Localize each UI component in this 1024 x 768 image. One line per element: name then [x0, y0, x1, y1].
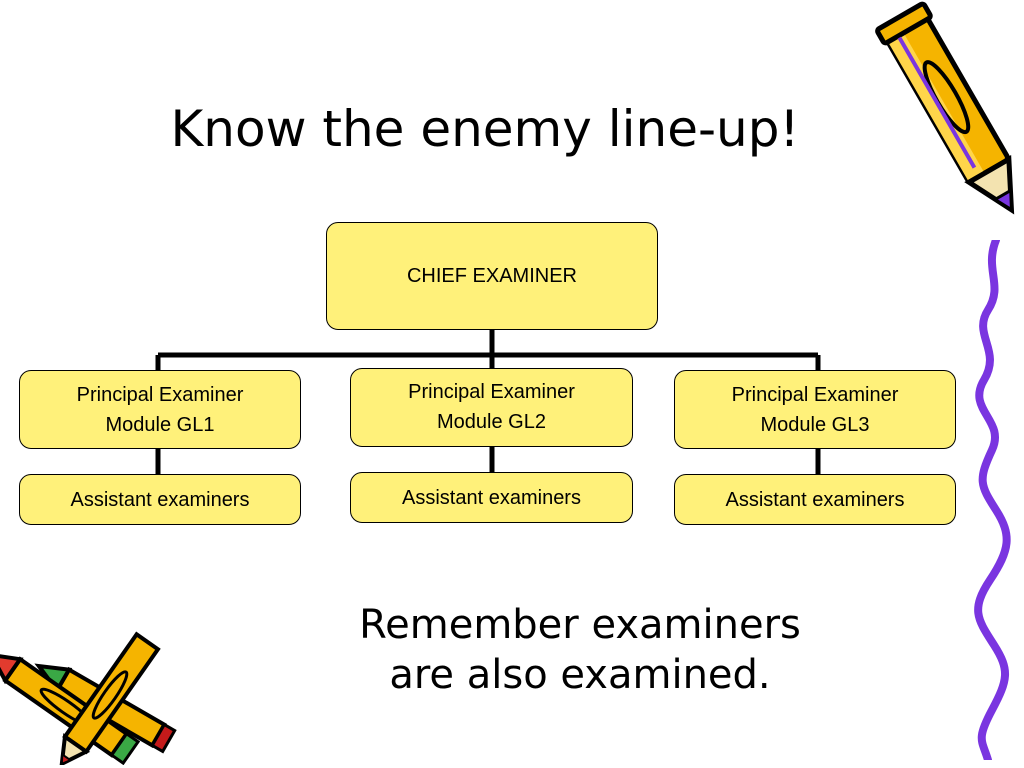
- pencil-icon: [875, 1, 1015, 215]
- slide-title: Know the enemy line-up!: [170, 100, 800, 158]
- remember-line-2: are also examined.: [389, 652, 771, 698]
- principal-module: Module GL1: [105, 413, 215, 436]
- principal-module: Module GL3: [760, 413, 870, 436]
- principal-title: Principal Examiner: [731, 383, 899, 406]
- principal-module: Module GL2: [437, 411, 546, 433]
- assistant-label: Assistant examiners: [402, 487, 581, 509]
- assistant-label: Assistant examiners: [725, 488, 905, 511]
- chief-examiner-box: CHIEF EXAMINER: [326, 222, 658, 330]
- squiggle-border: [974, 240, 1011, 760]
- assistant-examiners-box-gl1: Assistant examiners: [19, 474, 301, 525]
- principal-title: Principal Examiner: [408, 381, 575, 403]
- chief-examiner-label: CHIEF EXAMINER: [406, 265, 578, 287]
- principal-examiner-box-gl1: Principal Examiner Module GL1: [19, 370, 301, 449]
- assistant-examiners-box-gl3: Assistant examiners: [674, 474, 956, 525]
- crossed-pencils-icon: [0, 631, 177, 765]
- remember-line-1: Remember examiners: [359, 602, 801, 648]
- remember-note: Remember examiners are also examined.: [300, 600, 860, 700]
- assistant-label: Assistant examiners: [70, 488, 250, 511]
- principal-title: Principal Examiner: [76, 383, 244, 406]
- assistant-examiners-box-gl2: Assistant examiners: [350, 472, 633, 523]
- principal-examiner-box-gl3: Principal Examiner Module GL3: [674, 370, 956, 449]
- principal-examiner-box-gl2: Principal Examiner Module GL2: [350, 368, 633, 447]
